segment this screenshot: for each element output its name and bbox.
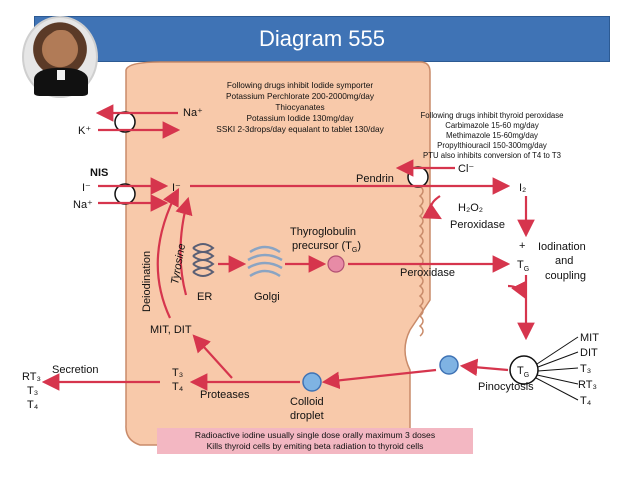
pendrin-transporter [407, 166, 429, 188]
colloid-label: Colloid [290, 396, 324, 408]
dit-right-label: DIT [580, 347, 598, 359]
tg-to-vesicle-arrow [459, 358, 509, 377]
lumen-bend-arrow [507, 280, 527, 300]
mit-dit-label: MIT, DIT [150, 324, 192, 336]
coupling-label: coupling [545, 270, 586, 282]
pinocytosis-vesicle [439, 355, 459, 375]
droplet-label: droplet [290, 410, 324, 422]
secretion-label: Secretion [52, 364, 98, 376]
thyroglobulin-label: Thyroglobulin [290, 226, 356, 238]
t4-right-label: T₄ [580, 395, 592, 407]
avatar-face [46, 30, 76, 66]
plus-label: + [519, 240, 525, 252]
presenter-avatar [22, 16, 98, 98]
slide-title: Diagram 555 [259, 26, 385, 51]
title-bar: Diagram 555 [34, 16, 610, 62]
cl-minus-label: Cl⁻ [458, 163, 474, 175]
and-label: and [555, 255, 573, 267]
peroxidase-mid-label: Peroxidase [400, 267, 455, 279]
peroxidase-note-2: Methimazole 15-60mg/day [446, 131, 538, 140]
t4-left-label: T₄ [27, 399, 39, 411]
h2o2-arrow [422, 195, 442, 220]
tyrosine-arrow [175, 196, 193, 296]
mit-right-label: MIT [580, 332, 599, 344]
tg-right-label: TG [517, 259, 529, 273]
colloid-droplet [302, 372, 322, 392]
proteases-to-mit-arrow [192, 334, 233, 379]
peroxidase-note-1: Carbimazole 15-60 mg/day [445, 121, 539, 130]
deiodination-arrow [156, 188, 180, 319]
er-label: ER [197, 291, 212, 303]
symporter-note-0: Following drugs inhibit Iodide symporter [227, 80, 373, 90]
symporter-note-4: SSKI 2-3drops/day equalant to tablet 130… [216, 124, 384, 134]
precursor-label: precursor (TG) [292, 240, 361, 254]
i2-label: I₂ [519, 182, 526, 194]
avatar-collar [57, 70, 65, 80]
symporter-note-3: Potassium Iodide 130mg/day [246, 113, 354, 123]
radioactive-note-1: Kills thyroid cells by emiting beta radi… [207, 441, 424, 451]
radioactive-note-0: Radioactive iodine usually single dose o… [195, 430, 435, 440]
t3-label: T₃ [172, 367, 183, 379]
proteases-label: Proteases [200, 389, 250, 401]
peroxidase-top-label: Peroxidase [450, 219, 505, 231]
golgi-label: Golgi [254, 291, 280, 303]
radioactive-note-band [157, 428, 473, 454]
tg-circle-label: TG [517, 365, 529, 379]
peroxidase-note-4: PTU also inhibits conversion of T4 to T3 [423, 151, 561, 160]
golgi-organelle [247, 245, 283, 278]
symporter-note-2: Thiocyanates [275, 102, 324, 112]
i-minus-left-label: I⁻ [82, 182, 91, 194]
k-plus-label: K⁺ [78, 125, 91, 137]
thyroglobulin-granule [327, 255, 345, 273]
nis-label: NIS [90, 167, 108, 179]
iodination-label: Iodination [538, 241, 586, 253]
t4-label: T₄ [172, 381, 184, 393]
h2o2-label: H₂O₂ [458, 202, 483, 214]
peroxidase-note-0: Following drugs inhibit thyroid peroxida… [420, 111, 563, 120]
pendrin-label: Pendrin [356, 173, 394, 185]
symporter-note-1: Potassium Perchlorate 200-2000mg/day [226, 91, 375, 101]
er-organelle [192, 243, 215, 277]
deiodination-label: Deiodination [141, 251, 153, 312]
rt3-left-label: RT₃ [22, 371, 41, 383]
t3-right-label: T₃ [580, 363, 591, 375]
na-plus-top-label: Na⁺ [183, 107, 203, 119]
na-plus-left-label: Na⁺ [73, 199, 93, 211]
peroxidase-note-3: Propylthiouracil 150-300mg/day [437, 141, 547, 150]
t3-left-label: T₃ [27, 385, 38, 397]
vesicle-to-droplet-arrow [321, 368, 437, 390]
rt3-right-label: RT₃ [578, 379, 597, 391]
pinocytosis-label: Pinocytosis [478, 381, 534, 393]
tg-fan-lines [535, 336, 579, 401]
i-minus-inside-label: I⁻ [172, 182, 181, 194]
tg-circle [509, 355, 539, 385]
